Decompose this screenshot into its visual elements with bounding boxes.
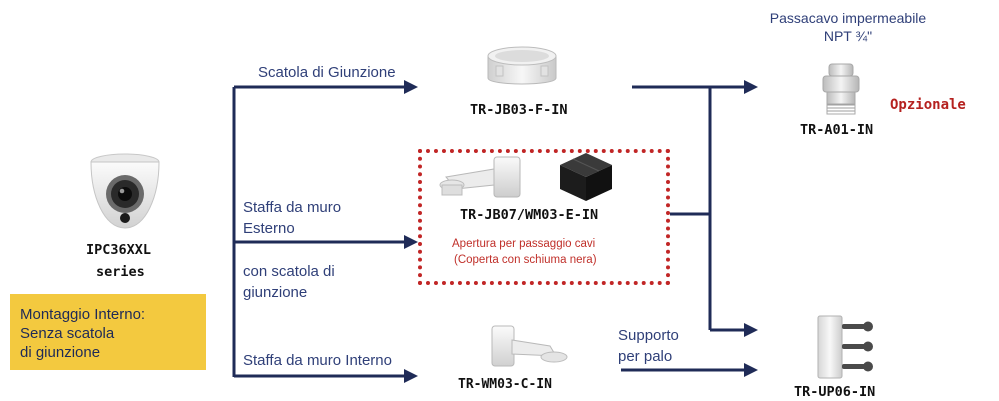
branch-pole-support: Supporto per palo <box>618 327 679 365</box>
indoor-note-line: Senza scatola <box>20 325 115 342</box>
dome-camera-icon <box>90 153 160 229</box>
branch-wall-indoor: Staffa da muro Interno <box>243 352 392 369</box>
branch-junction-box: Scatola di Giunzione <box>258 64 396 81</box>
branch-with-junction-box: con scatola di giunzione <box>243 263 335 301</box>
gland-title: NPT ¾" <box>823 28 873 44</box>
gland-title: Passacavo impermeabile <box>769 10 927 26</box>
arrowhead <box>744 323 758 337</box>
camera-series: series <box>96 264 145 280</box>
code-wm03c: TR-WM03-C-IN <box>458 377 552 392</box>
arrowhead <box>404 235 418 249</box>
arrowhead <box>744 363 758 377</box>
pole-mount-icon <box>817 315 873 379</box>
code-jb07: TR-JB07/WM03-E-IN <box>460 207 599 223</box>
cable-opening-note: (Coperta con schiuma nera) <box>454 254 597 266</box>
indoor-note-line: di giunzione <box>20 344 101 361</box>
branch-wall-outdoor: Staffa da muro Esterno <box>243 199 342 237</box>
arrowhead <box>744 80 758 94</box>
camera-model: IPC36XXL <box>86 242 152 258</box>
outdoor-bracket-group <box>418 149 670 285</box>
code-jb03: TR-JB03-F-IN <box>470 102 568 118</box>
wall-bracket-icon <box>439 156 521 198</box>
arrowhead <box>404 80 418 94</box>
arrowhead <box>404 369 418 383</box>
black-junction-box-icon <box>560 153 612 201</box>
code-up06: TR-UP06-IN <box>794 384 876 400</box>
optional-label: Opzionale <box>890 97 966 113</box>
indoor-mount-note: Montaggio Interno: Senza scatola di giun… <box>10 294 206 370</box>
junction-box-icon <box>487 46 557 85</box>
indoor-wall-bracket-icon <box>491 325 568 367</box>
cable-gland-icon <box>822 63 860 115</box>
code-a01: TR-A01-IN <box>800 122 874 138</box>
indoor-note-line: Montaggio Interno: <box>20 306 146 323</box>
cable-opening-note: Apertura per passaggio cavi <box>452 238 596 250</box>
